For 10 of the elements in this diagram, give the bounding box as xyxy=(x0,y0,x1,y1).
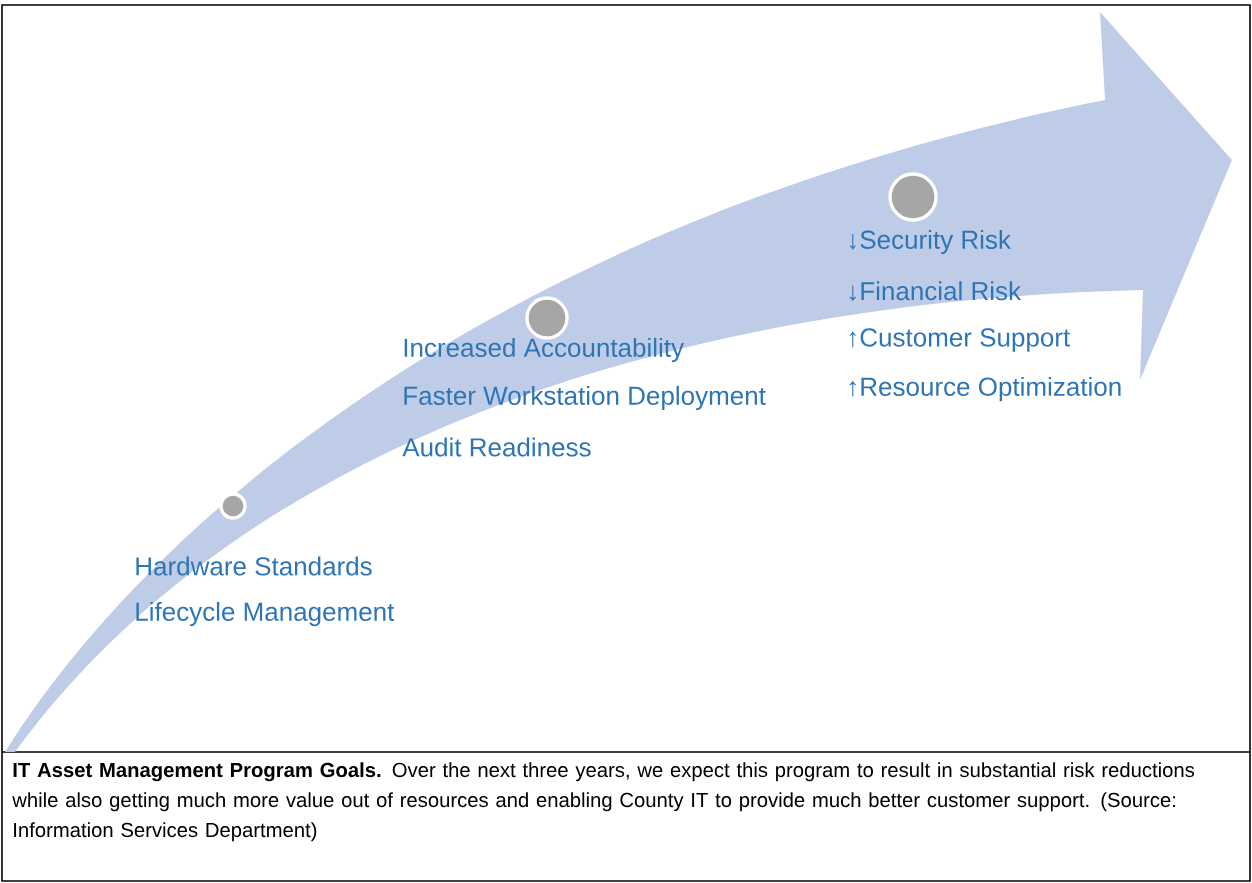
goal-text: Audit Readiness xyxy=(402,437,591,457)
goal-text: ↓Security Risk xyxy=(849,229,1011,255)
caption-text: IT Asset Management Program Goals. Over the next three years, we expect this program to result in substantial risk reductions while also getting much more value out of resources and enabling County IT to provide much better customer support. (Source: Information Services Department) xyxy=(12,762,1195,842)
goal-text: Lifecycle Management xyxy=(136,601,395,627)
goal-text: Hardware Standards xyxy=(136,556,372,576)
goal-text: Increased Accountability xyxy=(404,337,684,363)
goal-text: Faster Workstation Deployment xyxy=(404,385,766,411)
goal-text: ↑Customer Support xyxy=(849,328,1070,352)
goal-text: ↓Financial Risk xyxy=(849,281,1022,301)
goal-text: ↑Resource Optimization xyxy=(849,376,1121,402)
